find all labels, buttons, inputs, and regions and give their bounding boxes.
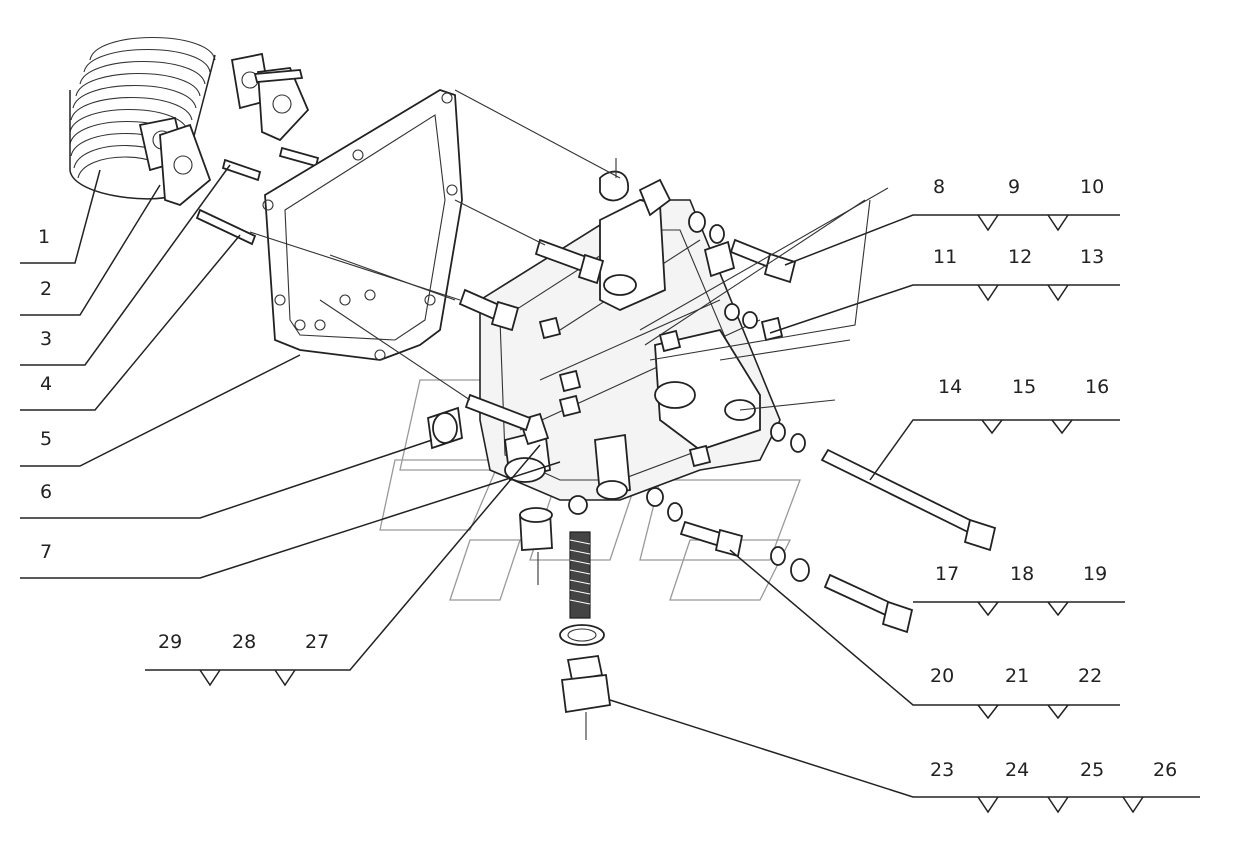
housing-bolts (427, 170, 712, 468)
callout-9: 9 (1008, 176, 1020, 198)
callout-24: 24 (1005, 759, 1029, 781)
leader-lines (20, 89, 1200, 798)
callout-19: 19 (1083, 563, 1107, 585)
callout-3: 3 (40, 328, 52, 350)
callout-2: 2 (40, 278, 52, 300)
fastener-parts (646, 211, 997, 634)
callout-10: 10 (1080, 176, 1104, 198)
callout-7: 7 (40, 541, 52, 563)
callout-15: 15 (1012, 376, 1036, 398)
callout-26: 26 (1153, 759, 1177, 781)
callout-25: 25 (1080, 759, 1104, 781)
callout-23: 23 (930, 759, 954, 781)
callout-8: 8 (933, 176, 945, 198)
relief-valve-parts (519, 158, 617, 740)
callout-29: 29 (158, 631, 182, 653)
callout-27: 27 (305, 631, 329, 653)
gasket-part-6 (262, 89, 463, 361)
callout-12: 12 (1008, 246, 1032, 268)
callout-13: 13 (1080, 246, 1104, 268)
filter-housing-part (479, 178, 781, 501)
callout-4: 4 (40, 373, 52, 395)
callout-18: 18 (1010, 563, 1034, 585)
callout-16: 16 (1085, 376, 1109, 398)
callout-21: 21 (1005, 665, 1029, 687)
callout-1: 1 (38, 226, 50, 248)
callout-14: 14 (938, 376, 962, 398)
callout-17: 17 (935, 563, 959, 585)
callout-11: 11 (933, 246, 957, 268)
gasket-part-2 (159, 67, 310, 207)
leader-ticks (199, 214, 1144, 814)
callout-20: 20 (930, 665, 954, 687)
callout-labels: 1 2 3 4 5 6 7 8 9 10 11 12 13 14 15 16 1… (38, 176, 1177, 781)
callout-28: 28 (232, 631, 256, 653)
callout-5: 5 (40, 428, 52, 450)
callout-6: 6 (40, 481, 52, 503)
callout-22: 22 (1078, 665, 1102, 687)
